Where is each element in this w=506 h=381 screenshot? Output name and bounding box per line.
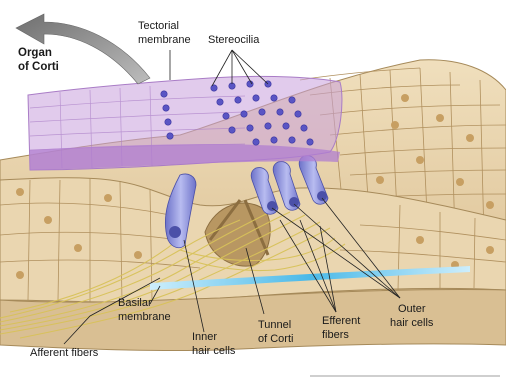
label-outer-hair-cells-line1: Outer — [398, 303, 426, 315]
label-inner-hair-cells-line2: hair cells — [192, 345, 236, 357]
label-efferent-fibers-line2: fibers — [322, 329, 349, 341]
label-efferent-fibers-line1: Efferent — [322, 315, 360, 327]
label-inner-hair-cells-line1: Inner — [192, 331, 217, 343]
label-organ-of-corti-line1: Organ — [18, 47, 52, 59]
label-tectorial-membrane-line1: Tectorial — [138, 20, 179, 32]
label-basilar-membrane-line2: membrane — [118, 311, 171, 323]
label-stereocilia: Stereocilia — [208, 34, 260, 46]
label-tunnel-of-corti-line1: Tunnel — [258, 319, 291, 331]
label-tectorial-membrane-line2: membrane — [138, 34, 191, 46]
label-basilar-membrane-line1: Basilar — [118, 297, 152, 309]
label-outer-hair-cells-line2: hair cells — [390, 317, 434, 329]
label-afferent-fibers: Afferent fibers — [30, 347, 99, 359]
label-tunnel-of-corti-line2: of Corti — [258, 333, 293, 345]
label-organ-of-corti-line2: of Corti — [18, 61, 59, 73]
